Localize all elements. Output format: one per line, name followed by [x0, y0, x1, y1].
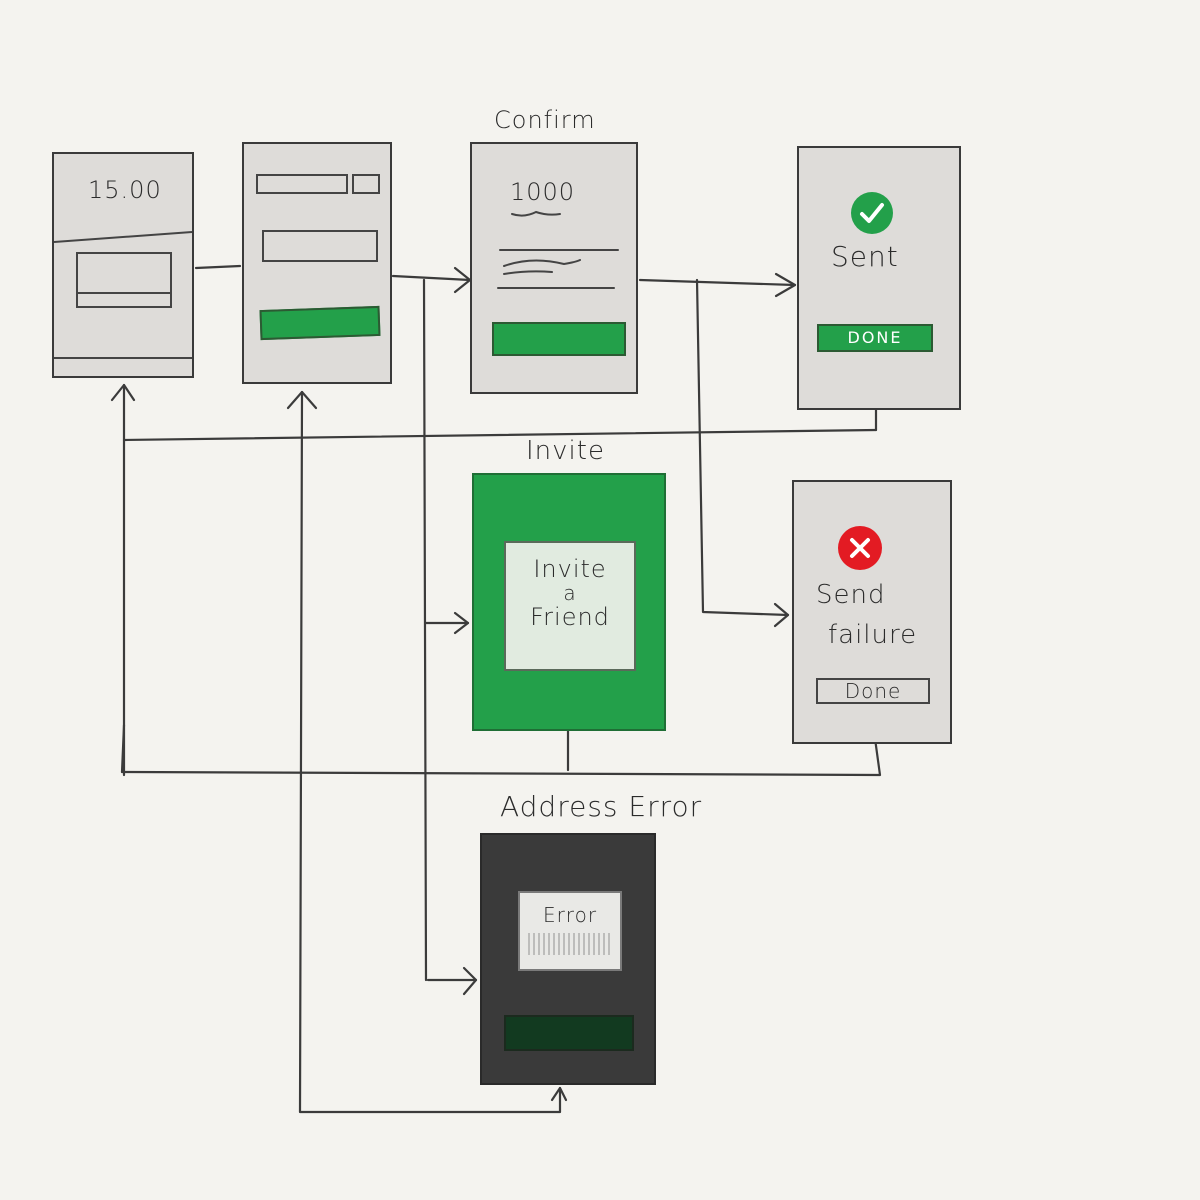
- failure-label-line2: failure: [828, 620, 918, 650]
- confirm-screen[interactable]: 1000: [470, 142, 638, 394]
- confirm-details: [497, 210, 619, 289]
- address-form-screen[interactable]: [242, 142, 392, 384]
- confirm-amount: 1000: [510, 178, 576, 206]
- invite-card-line3: Friend: [530, 603, 610, 631]
- error-dialog-hatch: [528, 933, 612, 955]
- address-field[interactable]: [256, 174, 348, 194]
- send-failure-screen[interactable]: Send failure Done: [792, 480, 952, 744]
- invite-card-line2: a: [563, 581, 577, 605]
- error-dialog-label: Error: [542, 903, 598, 927]
- invite-card[interactable]: Invite a Friend: [504, 541, 636, 671]
- amount-value: 15.00: [88, 176, 162, 204]
- done-button-label: DONE: [847, 328, 903, 347]
- amount-field[interactable]: [262, 230, 378, 262]
- failure-label-line1: Send: [816, 580, 886, 610]
- keypad-box[interactable]: [76, 252, 172, 308]
- error-dialog[interactable]: Error: [518, 891, 622, 971]
- amount-divider: [54, 231, 193, 359]
- send-button[interactable]: [492, 322, 626, 356]
- sent-screen[interactable]: Sent DONE: [797, 146, 961, 410]
- address-error-screen[interactable]: Error: [480, 833, 656, 1085]
- done-button[interactable]: DONE: [817, 324, 933, 352]
- amount-screen[interactable]: 15.00: [52, 152, 194, 378]
- invite-screen[interactable]: Invite a Friend: [472, 473, 666, 731]
- continue-button[interactable]: [259, 305, 381, 341]
- failure-done-label: Done: [844, 679, 902, 703]
- error-action-button[interactable]: [504, 1015, 634, 1051]
- keypad-line: [78, 292, 170, 294]
- invite-title: Invite: [526, 436, 605, 466]
- sent-label: Sent: [831, 240, 899, 273]
- failure-done-button[interactable]: Done: [816, 678, 930, 704]
- x-icon: [838, 526, 882, 570]
- address-error-title: Address Error: [500, 790, 703, 823]
- address-field-small[interactable]: [352, 174, 380, 194]
- invite-card-line1: Invite: [533, 555, 607, 583]
- checkmark-icon: [851, 192, 893, 234]
- confirm-title: Confirm: [494, 106, 596, 134]
